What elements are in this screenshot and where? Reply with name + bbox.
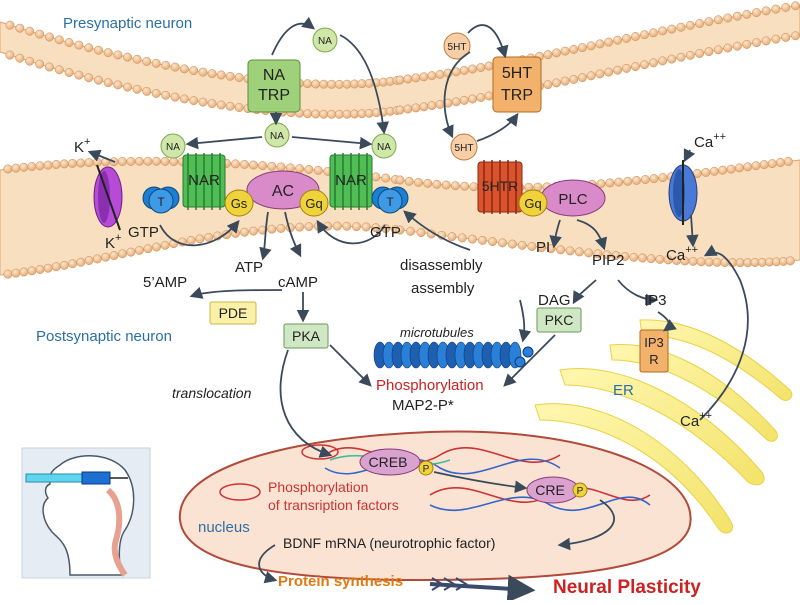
creb-p-label: P: [423, 464, 430, 475]
5ht-molecule-bottom: 5HT: [455, 143, 474, 154]
microtubule: [373, 341, 534, 369]
ac-label: AC: [272, 183, 294, 200]
t-protein-right: T: [371, 186, 409, 214]
pkc-label: PKC: [545, 312, 574, 328]
gq-left-label: Gq: [305, 196, 322, 211]
disassembly-label: disassembly: [400, 257, 483, 274]
t-left-label: T: [157, 195, 165, 209]
ip3r-line2: R: [649, 352, 658, 367]
na-molecule-top: NA: [318, 36, 332, 47]
phos-tf-line1: Phosphorylation: [268, 479, 368, 495]
gtp-left-label: GTP: [128, 224, 159, 241]
pi-label: PI: [536, 239, 550, 256]
plasticity-arrow: [429, 574, 536, 603]
t-protein-left: T: [142, 186, 180, 214]
5htr-label: 5HTR: [482, 178, 519, 194]
ca-bottom-label: Ca++: [680, 410, 712, 430]
head-inset: [21, 447, 151, 579]
cre-label: CRE: [535, 482, 565, 498]
gtp-right-label: GTP: [370, 224, 401, 241]
5amp-label: 5’AMP: [143, 274, 187, 291]
na-trp-line2: TRP: [258, 87, 290, 104]
ca-mid-label: Ca++: [666, 244, 698, 264]
na-trp-line1: NA: [263, 67, 286, 84]
ip3-label: IP3: [644, 292, 667, 309]
ip3r-box: [639, 329, 669, 373]
pip2-label: PIP2: [592, 252, 625, 269]
atp-label: ATP: [235, 259, 263, 276]
pathway-arrows: [87, 16, 749, 584]
er-label: ER: [613, 382, 634, 399]
protein-synthesis-label: Protein synthesis: [278, 573, 403, 590]
cre-p-label: P: [577, 486, 584, 497]
5ht-molecule-top: 5HT: [448, 42, 467, 53]
postsynaptic-label: Postsynaptic neuron: [36, 328, 172, 345]
na-molecule-right: NA: [377, 142, 391, 153]
pde-box: [209, 301, 257, 325]
k-plus-bottom-label: K+: [105, 232, 121, 252]
ht-trp-line2: TRP: [501, 87, 533, 104]
ht-trp-line1: 5HT: [502, 65, 532, 82]
gq-right-label: Gq: [524, 196, 541, 211]
gs-label: Gs: [231, 196, 248, 211]
gs-protein: [224, 189, 254, 217]
microtubules-label: microtubules: [400, 325, 474, 340]
dag-label: DAG: [538, 292, 571, 309]
na-molecule-mid: NA: [270, 131, 284, 142]
presynaptic-label: Presynaptic neuron: [63, 15, 192, 32]
creb-label: CREB: [369, 454, 408, 470]
pka-box: [283, 323, 329, 349]
translocation-label: translocation: [172, 385, 252, 401]
neural-plasticity-label: Neural Plasticity: [553, 577, 701, 598]
map2p-label: MAP2-P*: [392, 397, 454, 414]
nar-right-label: NAR: [335, 172, 367, 189]
tf-ellipse-2: [219, 483, 261, 501]
phos-tf-line2: of transription factors: [268, 497, 399, 513]
k-plus-top-label: K+: [74, 136, 90, 156]
na-molecule-left: NA: [166, 142, 180, 153]
5ht-transporter: 5HT TRP: [492, 56, 542, 113]
pkc-box: [536, 307, 582, 333]
nar-left-receptor: NAR: [182, 153, 226, 210]
ip3r-line1: IP3: [644, 335, 664, 350]
na-transporter: NA TRP: [247, 59, 301, 113]
pde-label: PDE: [219, 305, 248, 321]
molecules: NA NA NA NA 5HT 5HT: [160, 27, 478, 161]
assembly-label: assembly: [411, 280, 475, 297]
tf-ellipse-1: [301, 444, 339, 460]
bdnf-label: BDNF mRNA (neurotrophic factor): [283, 535, 495, 551]
nucleus-shape: [178, 430, 692, 582]
gq-protein-right: [518, 189, 548, 217]
nucleus-label: nucleus: [198, 519, 250, 536]
phosphorylation-label: Phosphorylation: [376, 377, 484, 394]
creb-protein: [359, 448, 421, 476]
nar-right-receptor: NAR: [329, 153, 373, 210]
plc-label: PLC: [558, 191, 587, 208]
endoplasmic-reticulum: [534, 319, 793, 534]
nar-left-label: NAR: [188, 172, 220, 189]
5htr-receptor: 5HTR: [477, 160, 523, 214]
k-channel: [93, 164, 123, 231]
gq-protein-left: [299, 189, 329, 217]
camp-label: cAMP: [278, 274, 318, 291]
ca-channel: [668, 160, 698, 225]
ca-top-label: Ca++: [694, 131, 726, 151]
pka-label: PKA: [292, 328, 321, 344]
t-right-label: T: [386, 195, 394, 209]
